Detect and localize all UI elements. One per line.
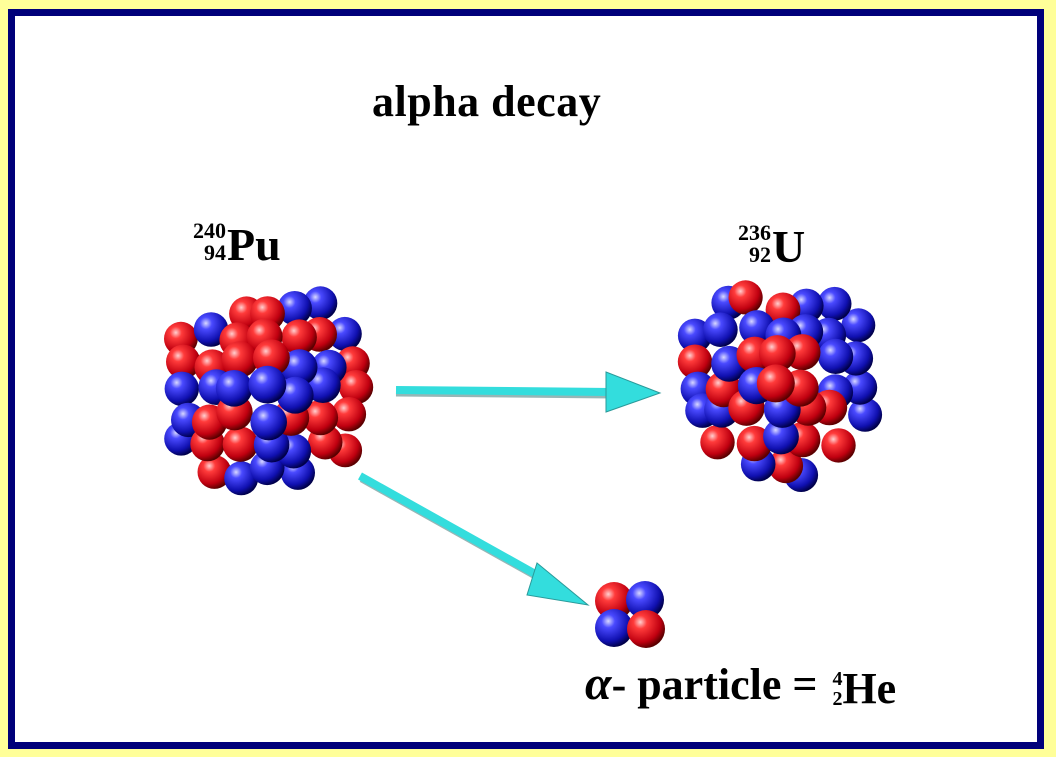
neutron-sphere <box>277 291 312 326</box>
proton-sphere <box>339 370 374 405</box>
proton-sphere <box>222 426 259 462</box>
proton-sphere <box>595 582 633 620</box>
neutron-sphere <box>626 581 664 619</box>
uranium-symbol: U <box>772 221 806 272</box>
uranium-atomic-number: 92 <box>749 242 771 267</box>
neutron-sphere <box>595 609 633 647</box>
neutron-sphere <box>303 286 338 321</box>
decay-arrow-right <box>395 371 662 413</box>
decay-arrow-diagonal <box>358 472 590 606</box>
proton-sphere <box>281 319 317 355</box>
proton-sphere <box>197 455 232 489</box>
proton-sphere <box>728 280 763 315</box>
neutron-sphere <box>848 397 883 432</box>
plutonium-nucleus <box>164 286 374 496</box>
neutron-sphere <box>327 316 362 351</box>
proton-sphere <box>331 397 367 432</box>
neutron-sphere <box>164 371 199 406</box>
proton-sphere <box>627 610 665 648</box>
alpha-text: - particle = <box>611 660 829 709</box>
alpha-symbol: α <box>585 657 612 710</box>
uranium-label: 236 92 U <box>738 222 805 270</box>
proton-sphere <box>677 344 713 379</box>
neutron-sphere <box>817 286 852 321</box>
plutonium-label: 240 94 Pu <box>193 220 281 268</box>
neutron-sphere <box>763 418 799 455</box>
proton-sphere <box>758 335 796 372</box>
neutron-sphere <box>281 349 318 386</box>
neutron-sphere <box>250 403 287 441</box>
helium-symbol: He <box>842 663 897 713</box>
plutonium-symbol: Pu <box>227 219 281 270</box>
uranium-nucleus <box>677 280 883 492</box>
plutonium-mass-number: 240 <box>193 218 226 243</box>
helium-mass-number: 4 <box>832 667 843 690</box>
helium-atomic-number: 2 <box>832 687 843 710</box>
proton-sphere <box>756 364 795 403</box>
proton-sphere <box>765 292 801 328</box>
proton-sphere <box>768 448 804 484</box>
diagram-title: alpha decay <box>372 77 602 126</box>
alpha-particle-nucleus <box>595 581 665 648</box>
uranium-mass-number: 236 <box>738 220 771 245</box>
proton-sphere <box>700 425 735 460</box>
neutron-sphere <box>841 308 876 343</box>
plutonium-scripts: 240 94 <box>193 220 226 264</box>
proton-sphere <box>821 428 856 463</box>
proton-sphere <box>166 344 201 379</box>
neutron-sphere <box>703 312 738 348</box>
neutron-sphere <box>224 461 259 496</box>
neutron-sphere <box>215 370 253 407</box>
neutron-sphere <box>818 338 854 374</box>
plutonium-atomic-number: 94 <box>204 240 226 265</box>
proton-sphere <box>302 399 339 436</box>
uranium-scripts: 236 92 <box>738 222 771 266</box>
proton-sphere <box>221 341 258 378</box>
neutron-sphere <box>248 365 287 404</box>
